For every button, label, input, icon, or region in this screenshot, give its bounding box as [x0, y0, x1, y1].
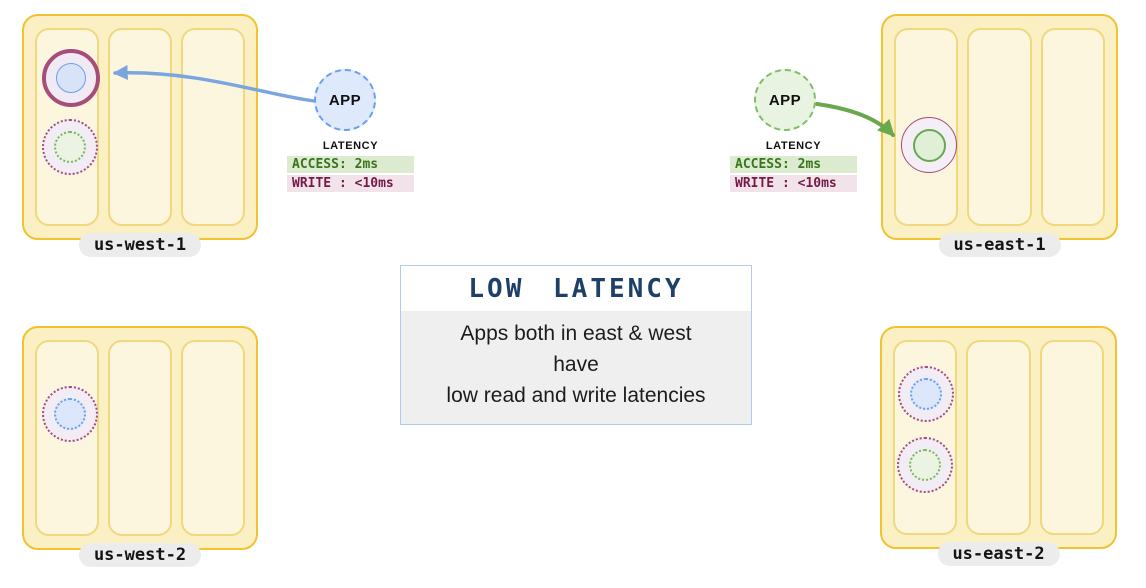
- primary-replica-blue-icon: [42, 49, 100, 107]
- write-latency-badge: WRITE : <10ms: [730, 175, 857, 192]
- info-box-body: Apps both in east & west have low read a…: [401, 311, 751, 424]
- info-line: low read and write latencies: [446, 384, 706, 407]
- info-box: LOW LATENCY Apps both in east & west hav…: [400, 265, 752, 425]
- availability-zone: [1039, 340, 1104, 535]
- latency-title: LATENCY: [765, 140, 822, 152]
- access-latency-badge: ACCESS: 2ms: [730, 156, 857, 173]
- availability-zone: [967, 28, 1032, 226]
- availability-zone: [966, 340, 1031, 535]
- availability-zone: [181, 340, 245, 536]
- secondary-replica-blue-icon: [42, 386, 98, 442]
- secondary-replica-green-icon: [897, 437, 953, 493]
- region-label: us-east-1: [938, 233, 1061, 257]
- info-line: have: [553, 353, 599, 376]
- app-node-east: APP: [754, 69, 816, 131]
- blue-core-icon: [54, 398, 86, 430]
- availability-zone: [108, 340, 172, 536]
- green-core-icon: [909, 449, 941, 481]
- latency-block-east: LATENCY ACCESS: 2ms WRITE : <10ms: [730, 140, 857, 192]
- availability-zone: [108, 28, 172, 226]
- secondary-replica-blue-icon: [898, 366, 954, 422]
- info-box-title: LOW LATENCY: [401, 266, 751, 311]
- access-latency-badge: ACCESS: 2ms: [287, 156, 414, 173]
- region-us-west-2: us-west-2: [22, 326, 258, 567]
- blue-core-icon: [910, 378, 942, 410]
- blue-core-icon: [56, 63, 86, 93]
- info-line: Apps both in east & west: [460, 322, 692, 345]
- region-us-west-1: us-west-1: [22, 14, 258, 257]
- write-latency-badge: WRITE : <10ms: [287, 175, 414, 192]
- latency-title: LATENCY: [322, 140, 379, 152]
- region-label: us-east-2: [937, 542, 1060, 566]
- green-core-icon: [54, 131, 86, 163]
- primary-replica-green-icon: [901, 117, 957, 173]
- availability-zone: [1040, 28, 1105, 226]
- availability-zone: [181, 28, 245, 226]
- app-node-west: APP: [314, 69, 376, 131]
- green-core-icon: [912, 128, 946, 162]
- region-us-east-2: us-east-2: [880, 326, 1117, 566]
- region-label: us-west-1: [78, 233, 202, 257]
- secondary-replica-green-icon: [42, 119, 98, 175]
- latency-block-west: LATENCY ACCESS: 2ms WRITE : <10ms: [287, 140, 414, 192]
- region-us-east-1: us-east-1: [881, 14, 1118, 257]
- region-label: us-west-2: [78, 543, 202, 567]
